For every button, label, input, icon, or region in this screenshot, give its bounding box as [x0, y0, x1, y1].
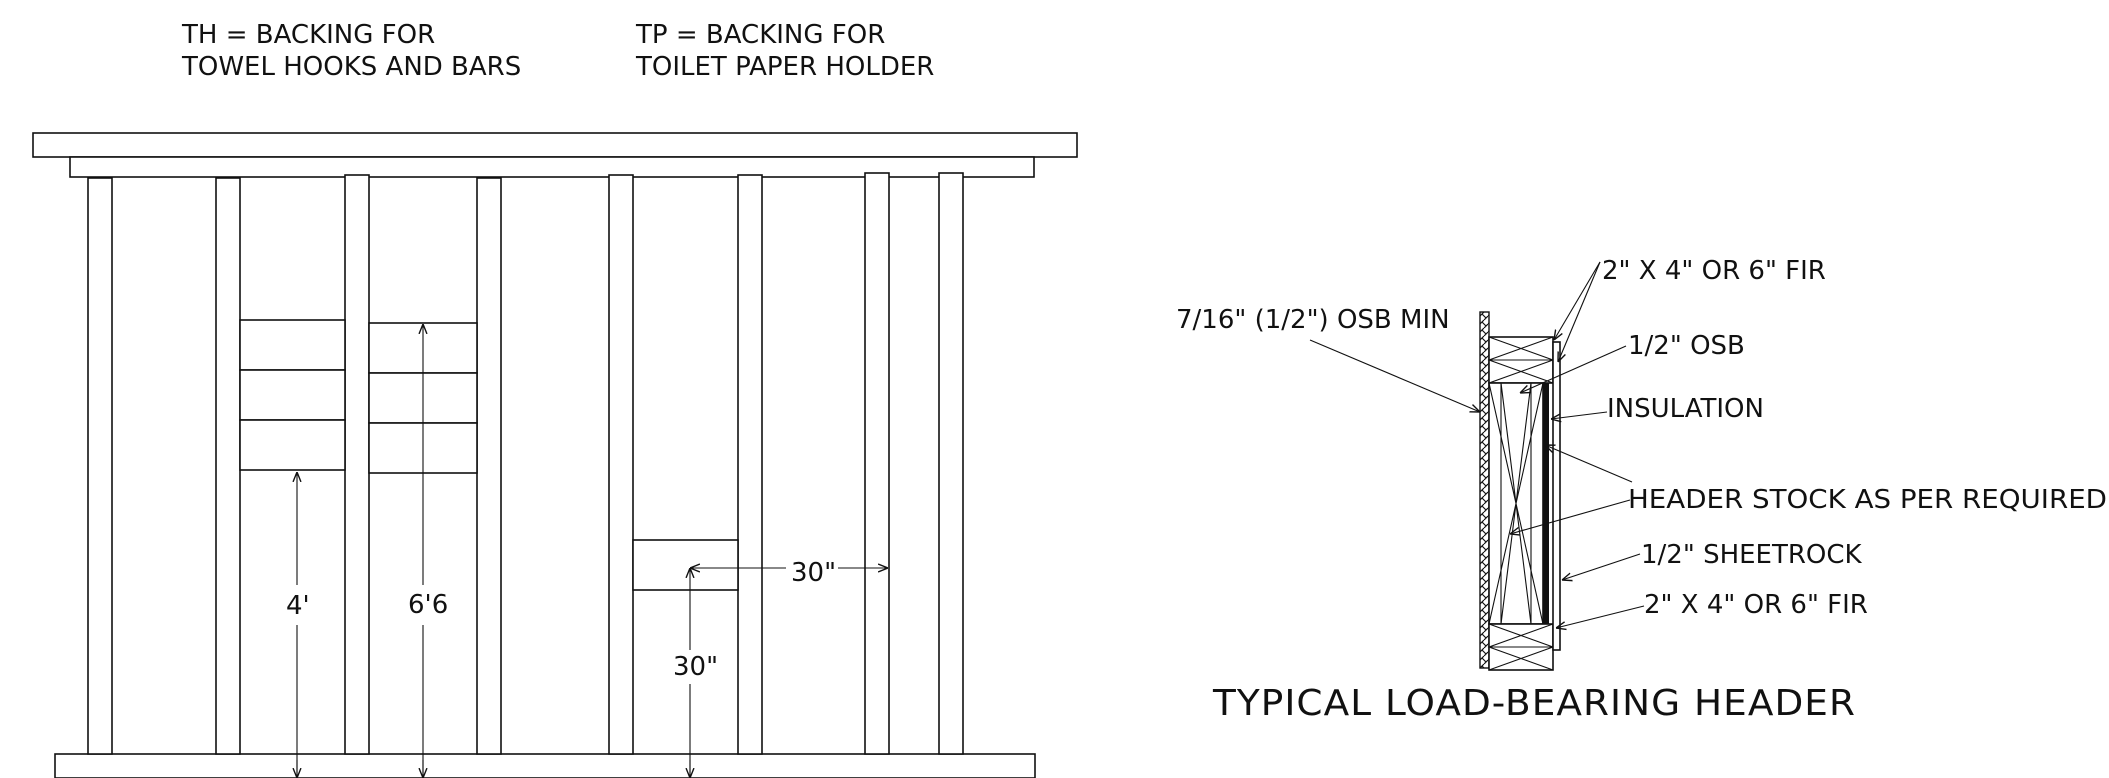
- osb-sheathing: [1479, 311, 1490, 669]
- dim-label-tp-vertical: 30": [673, 652, 718, 682]
- stud: [938, 172, 964, 755]
- leader-fir-top: [1558, 261, 1601, 362]
- leader-header-stock: [1545, 445, 1633, 483]
- header-section-detail: 7/16" (1/2") OSB MIN 2" X 4" OR 6" FIR 1…: [1176, 256, 2107, 724]
- wall-elevation: 4' 6'6 30" 30": [32, 132, 1078, 778]
- dim-label-tp-horizontal: 30": [791, 558, 836, 588]
- leader-osb-min: [1309, 339, 1480, 412]
- leader-header-stock: [1510, 499, 1631, 534]
- detail-title: TYPICAL LOAD-BEARING HEADER: [1212, 683, 1856, 724]
- label-sheetrock: 1/2" SHEETROCK: [1641, 540, 1863, 570]
- towel-hook-backing: [239, 419, 346, 471]
- leader-fir-bottom: [1556, 605, 1645, 628]
- top-plate-lower: [69, 156, 1035, 178]
- label-osb-half: 1/2" OSB: [1628, 331, 1745, 361]
- top-plate-upper: [32, 132, 1078, 158]
- dim-label-towel-hooks: 4': [286, 591, 310, 621]
- label-insulation: INSULATION: [1607, 394, 1764, 424]
- leader-insulation: [1551, 411, 1608, 419]
- label-fir-bottom: 2" X 4" OR 6" FIR: [1644, 590, 1868, 620]
- stud: [476, 177, 502, 755]
- legend-tp-line2: TOILET PAPER HOLDER: [635, 52, 934, 82]
- sheetrock: [1552, 341, 1561, 651]
- stud: [87, 177, 113, 755]
- towel-hook-backing: [239, 369, 346, 421]
- stud: [737, 174, 763, 755]
- half-inch-osb: [1543, 383, 1549, 624]
- label-header-stock: HEADER STOCK AS PER REQUIRED: [1628, 485, 2107, 515]
- legend-tp-line1: TP = BACKING FOR: [635, 20, 885, 50]
- leader-sheetrock: [1562, 553, 1641, 580]
- stud: [608, 174, 634, 755]
- leader-fir-top: [1554, 261, 1601, 340]
- stud: [215, 177, 241, 755]
- label-osb-min: 7/16" (1/2") OSB MIN: [1176, 305, 1450, 335]
- label-fir-top: 2" X 4" OR 6" FIR: [1602, 256, 1826, 286]
- stud: [864, 172, 890, 755]
- dim-label-towel-bars: 6'6: [408, 590, 448, 620]
- bottom-plate: [54, 753, 1036, 778]
- stud: [344, 174, 370, 755]
- legend-th-line2: TOWEL HOOKS AND BARS: [181, 52, 521, 82]
- towel-hook-backing: [239, 319, 346, 371]
- leader-osb-half: [1520, 345, 1627, 393]
- legend-th-line1: TH = BACKING FOR: [181, 20, 435, 50]
- toilet-paper-backing: [632, 539, 739, 591]
